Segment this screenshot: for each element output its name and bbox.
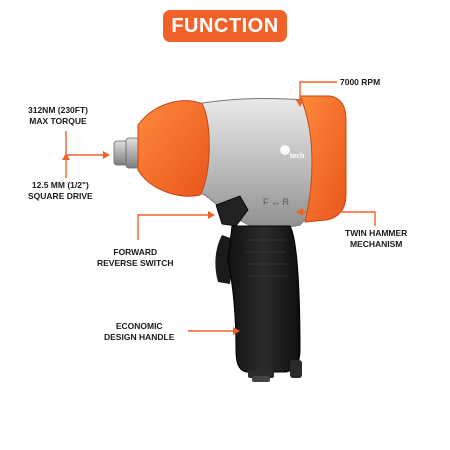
arrow-rpm: [299, 81, 337, 102]
air-inlet: [248, 360, 302, 382]
svg-text:tech: tech: [290, 153, 304, 160]
pistol-grip-handle: [227, 225, 301, 373]
title-text: FUNCTION: [171, 14, 279, 37]
arrow-torque: [65, 131, 105, 156]
callout-twin-hammer: TWIN HAMMER MECHANISM: [345, 228, 407, 250]
title-badge: FUNCTION: [163, 10, 287, 42]
direction-engraving: F ↔ R: [263, 197, 289, 207]
callout-economic-design-handle: ECONOMIC DESIGN HANDLE: [104, 321, 174, 343]
callout-handle-line2: DESIGN HANDLE: [104, 332, 175, 342]
orange-nose-cone: [137, 100, 210, 197]
callout-handle-line1: ECONOMIC: [115, 321, 163, 331]
callout-forward-reverse-line2: REVERSE SWITCH: [97, 258, 174, 268]
orange-rear-cap: [299, 95, 347, 223]
callout-twin-hammer-line2: MECHANISM: [349, 239, 403, 249]
grip-texture: [245, 239, 288, 277]
callout-square-drive: 12.5 MM (1/2") SQUARE DRIVE: [28, 180, 93, 202]
callout-max-torque-line1: 312NM (230FT): [28, 105, 88, 115]
callout-square-drive-line1: 12.5 MM (1/2"): [31, 180, 89, 190]
arrow-heads: [62, 100, 304, 335]
callout-forward-reverse-line1: FORWARD: [113, 247, 158, 257]
callout-arrows: [65, 81, 376, 332]
callout-7000-rpm: 7000 RPM: [340, 77, 380, 88]
callout-max-torque-line2: MAX TORQUE: [29, 116, 87, 126]
callout-max-torque: 312NM (230FT) MAX TORQUE: [28, 105, 88, 127]
callout-twin-hammer-line1: TWIN HAMMER: [345, 228, 408, 238]
arrow-twin-hammer: [300, 211, 376, 226]
forward-reverse-switch: [215, 195, 249, 227]
callout-forward-reverse-switch: FORWARD REVERSE SWITCH: [97, 247, 174, 269]
brand-logo: tech: [280, 145, 304, 160]
arrow-forward-reverse: [137, 214, 210, 240]
callout-square-drive-line2: SQUARE DRIVE: [28, 191, 93, 201]
callout-rpm-line1: 7000 RPM: [340, 77, 381, 87]
